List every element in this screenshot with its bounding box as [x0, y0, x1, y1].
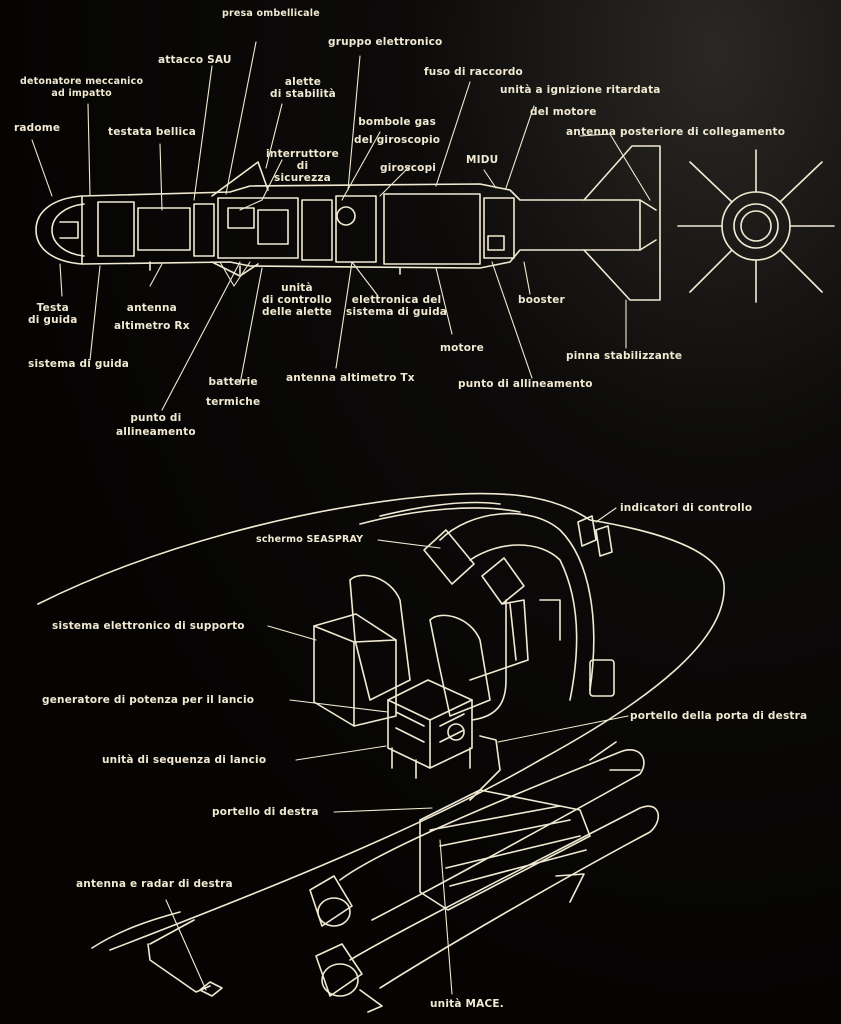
label-testa-di-guida: Testa di guida: [28, 302, 78, 326]
label-unita-sequenza-lancio: unità di sequenza di lancio: [102, 754, 267, 766]
helicopter-leader-lines: [165, 507, 629, 995]
helicopter-fuselage: [37, 492, 725, 951]
label-portello-porta-destra: portello della porta di destra: [630, 710, 808, 722]
label-portello-destra: portello di destra: [212, 806, 319, 818]
label-generatore-potenza: generatore di potenza per il lancio: [42, 694, 255, 706]
seaspray-screen: [423, 529, 475, 585]
missile-drawing: [35, 145, 661, 301]
missile-rear-view: [677, 149, 835, 303]
label-pinna-stabilizzante: pinna stabilizzante: [566, 350, 683, 362]
forward-fin: [211, 161, 269, 197]
motor-section: [383, 193, 481, 265]
label-unita-ignizione: unità a ignizione ritardata del motore: [500, 84, 661, 118]
label-unita-controllo-alette: unità di controllo delle alette: [262, 282, 332, 318]
label-detonatore: detonatore meccanico ad impatto: [20, 76, 144, 99]
label-fuso-di-raccordo: fuso di raccordo: [424, 66, 523, 78]
label-bombole-gas: bombole gas del giroscopio: [354, 116, 441, 146]
missile-radome: [35, 195, 83, 265]
launch-sequence-unit: [387, 679, 473, 779]
helicopter-drawing: [37, 492, 725, 1013]
label-antenna-altimetro-tx: antenna altimetro Tx: [286, 372, 415, 384]
label-unita-mace: unità MACE.: [430, 998, 504, 1010]
label-booster: booster: [518, 294, 565, 306]
label-sistema-elettronico-supporto: sistema elettronico di supporto: [52, 620, 245, 632]
label-interruttore-sicurezza: interruttore di sicurezza: [266, 148, 339, 184]
radar-antenna-boom: [91, 911, 211, 993]
label-testata-bellica: testata bellica: [108, 126, 196, 138]
control-indicators: [577, 515, 613, 557]
label-giroscopi: giroscopi: [380, 162, 437, 174]
label-midu: MIDU: [466, 154, 499, 166]
label-gruppo-elettronico: gruppo elettronico: [328, 36, 443, 48]
label-punto-allineamento-left: punto di allineamento: [116, 412, 196, 438]
mace-pylon: [419, 789, 591, 911]
support-electronics-box: [313, 613, 397, 727]
carried-missile-lower: [315, 805, 660, 1013]
label-motore: motore: [440, 342, 484, 354]
carried-missile-upper: [309, 741, 645, 927]
missile-leader-lines: [31, 41, 651, 411]
label-radome: radome: [14, 122, 61, 134]
rear-fin: [583, 145, 661, 301]
label-antenna-radar-destra: antenna e radar di destra: [76, 878, 233, 890]
label-punto-allineamento-right: punto di allineamento: [458, 378, 593, 390]
label-antenna-posteriore: antenna posteriore di collegamento: [566, 126, 786, 138]
label-elettronica-guida: elettronica del sistema di guida: [346, 294, 448, 318]
label-schermo-seaspray: schermo SEASPRAY: [256, 534, 364, 545]
label-sistema-di-guida: sistema di guida: [28, 358, 130, 370]
label-indicatori-controllo: indicatori di controllo: [620, 502, 753, 514]
label-antenna-altimetro-rx: antenna altimetro Rx: [114, 302, 190, 332]
label-batterie-termiche: batterie termiche: [206, 376, 261, 408]
label-attacco-sau: attacco SAU: [158, 54, 232, 66]
label-presa-ombellicale: presa ombellicale: [222, 8, 320, 19]
label-alette: alette di stabilità: [270, 76, 336, 100]
warhead-box: [137, 207, 191, 251]
